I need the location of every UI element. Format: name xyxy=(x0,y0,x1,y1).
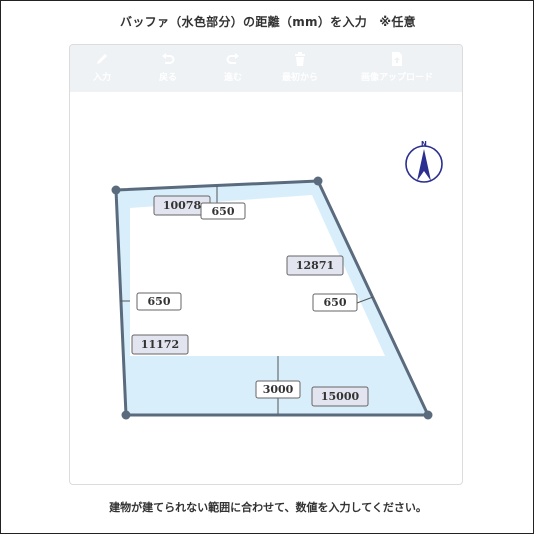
vertex-handle[interactable] xyxy=(313,176,323,186)
buffer-tick-right xyxy=(356,296,374,304)
edge-length-value: 12871 xyxy=(296,259,334,272)
pencil-icon xyxy=(97,54,107,64)
image-upload-button[interactable]: 画像アップロード xyxy=(352,51,442,83)
buffer-input-box[interactable]: 650 xyxy=(136,292,182,311)
page-title: バッファ（水色部分）の距離（mm）を入力 ※任意 xyxy=(120,15,416,29)
toolbar: 入力 戻る 進む 最初から xyxy=(70,45,462,92)
redo-icon xyxy=(226,53,239,64)
redo-button-label: 進む xyxy=(223,73,242,83)
undo-button[interactable]: 戻る xyxy=(133,51,203,83)
reset-button-label: 最初から xyxy=(281,73,318,83)
undo-button-label: 戻る xyxy=(158,73,177,83)
vertex-handle[interactable] xyxy=(111,185,121,195)
buffer-value: 3000 xyxy=(263,383,294,396)
input-button[interactable]: 入力 xyxy=(70,51,137,83)
upload-icon xyxy=(392,52,402,66)
input-button-label: 入力 xyxy=(92,73,111,83)
buffer-input-box[interactable]: 650 xyxy=(200,202,246,220)
buffer-input-box[interactable]: 650 xyxy=(312,293,358,312)
edge-length-box[interactable]: 11172 xyxy=(131,334,189,355)
vertex-handle[interactable] xyxy=(121,410,131,420)
edge-length-box[interactable]: 15000 xyxy=(311,386,369,407)
buffer-value: 650 xyxy=(148,295,171,308)
vertex-handle[interactable] xyxy=(423,410,433,420)
trash-icon xyxy=(295,52,305,66)
image-upload-button-label: 画像アップロード xyxy=(360,73,433,83)
undo-icon xyxy=(162,53,175,64)
edge-length-box[interactable]: 10078 xyxy=(153,195,211,216)
instruction-text: 建物が建てられない範囲に合わせて、数値を入力してください。 xyxy=(109,501,427,514)
edge-length-box[interactable]: 12871 xyxy=(286,255,344,276)
compass-north-label: N xyxy=(421,140,427,148)
edge-length-value: 11172 xyxy=(141,338,179,351)
buffer-value: 650 xyxy=(212,205,235,218)
buffer-input-box[interactable]: 3000 xyxy=(255,380,301,399)
edge-length-value: 10078 xyxy=(163,199,202,212)
edge-length-value: 15000 xyxy=(321,390,360,403)
redo-button[interactable]: 進む xyxy=(198,51,268,83)
buffer-value: 650 xyxy=(324,296,347,309)
buffer-area xyxy=(116,181,428,415)
compass-icon: N xyxy=(405,140,443,183)
reset-button[interactable]: 最初から xyxy=(265,51,335,83)
